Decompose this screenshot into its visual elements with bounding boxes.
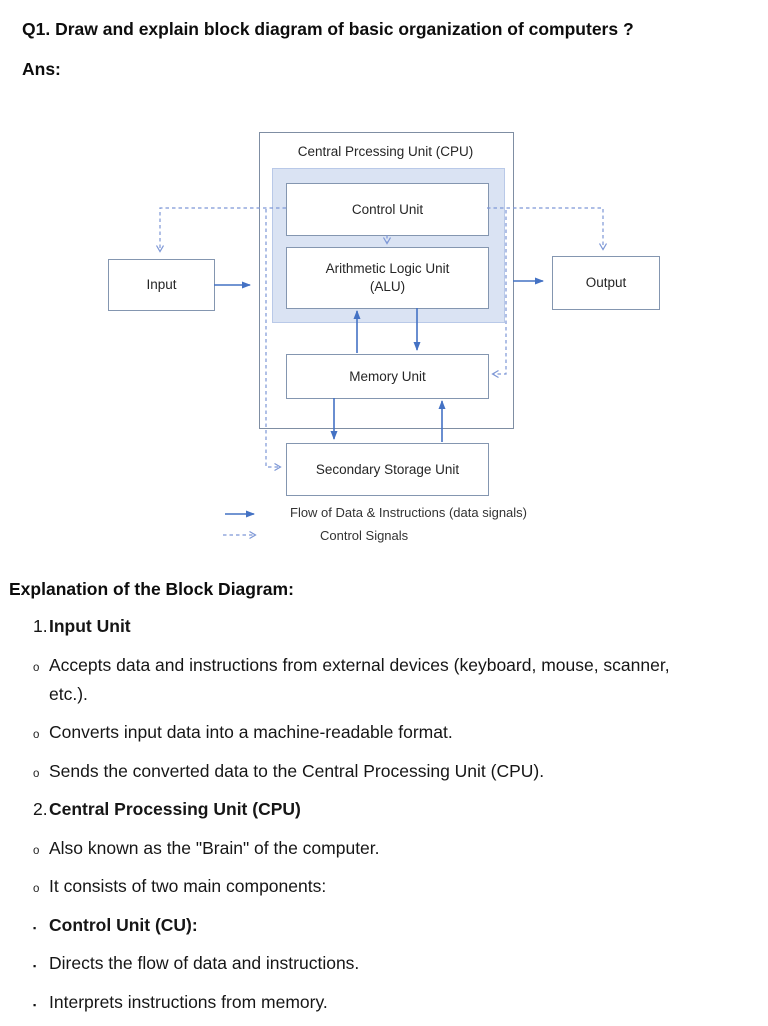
list-item-control-unit: ▪ Control Unit (CU): xyxy=(33,911,681,940)
block-diagram: Central Prcessing Unit (CPU) Control Uni… xyxy=(108,132,660,543)
square-bullet-icon: ▪ xyxy=(33,922,37,933)
explanation-list: 1. Input Unit o Accepts data and instruc… xyxy=(33,612,681,1026)
square-bullet-icon: ▪ xyxy=(33,961,37,971)
list-text: Input Unit xyxy=(49,616,131,636)
list-item: o Sends the converted data to the Centra… xyxy=(33,757,681,786)
explanation-heading: Explanation of the Block Diagram: xyxy=(9,579,294,599)
circle-bullet-icon: o xyxy=(33,883,40,895)
legend-data-signals-label: Flow of Data & Instructions (data signal… xyxy=(290,505,527,520)
memory-unit-box: Memory Unit xyxy=(286,354,489,399)
alu-label-line1: Arithmetic Logic Unit xyxy=(325,261,450,277)
question-title: Q1. Draw and explain block diagram of ba… xyxy=(22,19,634,39)
answer-label: Ans: xyxy=(22,59,61,79)
circle-bullet-icon: o xyxy=(33,661,40,674)
list-item: o Accepts data and instructions from ext… xyxy=(33,651,681,709)
list-item-cpu: 2. Central Processing Unit (CPU) xyxy=(33,795,681,824)
list-item: o Converts input data into a machine-rea… xyxy=(33,718,681,747)
input-box: Input xyxy=(108,259,215,311)
list-text: Control Unit (CU): xyxy=(49,914,198,935)
list-text: Central Processing Unit (CPU) xyxy=(49,799,301,819)
list-number: 2. xyxy=(33,799,48,819)
list-text: It consists of two main components: xyxy=(49,876,327,896)
list-item: o It consists of two main components: xyxy=(33,872,681,901)
list-text: Directs the flow of data and instruction… xyxy=(49,953,360,973)
output-box: Output xyxy=(552,256,660,310)
list-item: o Also known as the "Brain" of the compu… xyxy=(33,834,681,863)
alu-label-line2: (ALU) xyxy=(369,279,406,294)
list-text: Also known as the "Brain" of the compute… xyxy=(49,837,380,858)
list-number: 1. xyxy=(33,616,48,636)
list-item-input-unit: 1. Input Unit xyxy=(33,612,681,641)
circle-bullet-icon: o xyxy=(33,729,40,741)
list-item: ▪ Directs the flow of data and instructi… xyxy=(33,949,681,978)
secondary-storage-box: Secondary Storage Unit xyxy=(286,443,489,496)
circle-bullet-icon: o xyxy=(33,844,40,857)
alu-box: Arithmetic Logic Unit (ALU) xyxy=(286,247,489,309)
control-unit-box: Control Unit xyxy=(286,183,489,236)
list-text: Interprets instructions from memory. xyxy=(49,991,328,1012)
list-text: Accepts data and instructions from exter… xyxy=(49,654,670,704)
square-bullet-icon: ▪ xyxy=(33,999,37,1010)
circle-bullet-icon: o xyxy=(33,767,40,780)
legend-control-signals-label: Control Signals xyxy=(320,528,409,543)
list-text: Sends the converted data to the Central … xyxy=(49,760,545,781)
cpu-title: Central Prcessing Unit (CPU) xyxy=(297,144,474,159)
list-item: ▪ Interprets instructions from memory. xyxy=(33,988,681,1017)
list-text: Converts input data into a machine-reada… xyxy=(49,722,453,742)
